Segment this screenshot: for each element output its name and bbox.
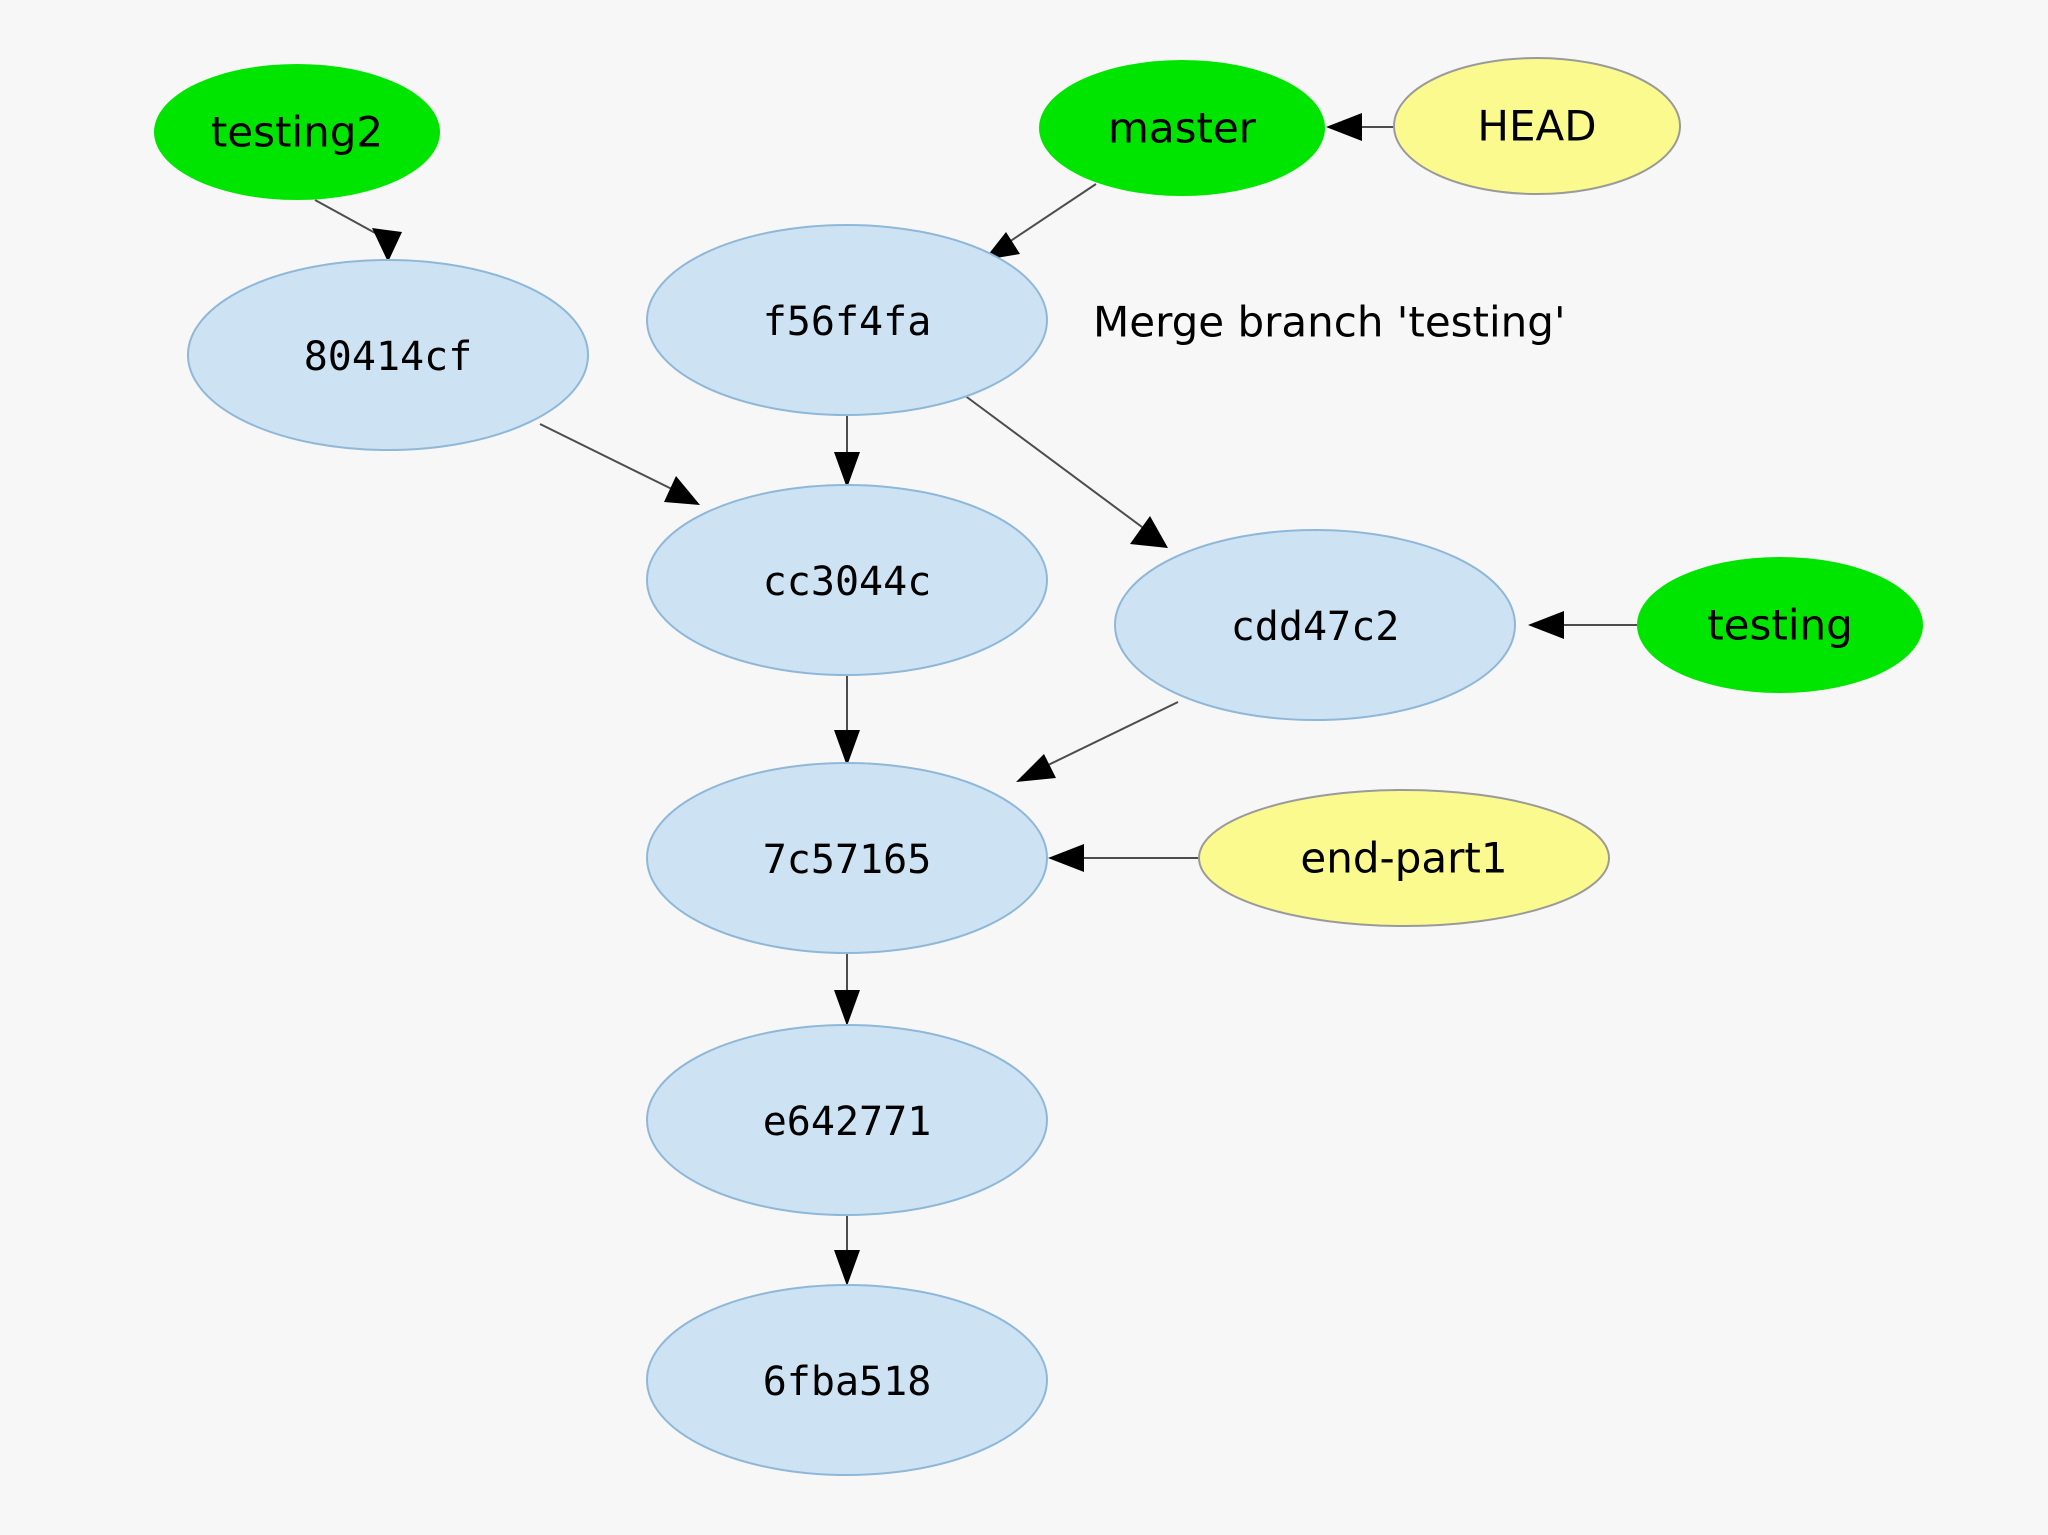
edge-cdd47c2-to-7c57165	[1016, 701, 1179, 782]
node-master[interactable]: master	[1039, 60, 1325, 196]
commit-label-80414cf: 80414cf	[304, 334, 473, 380]
branch-ellipse-master	[1039, 60, 1325, 196]
commit-ellipse-80414cf	[187, 259, 589, 451]
node-e642771[interactable]: e642771	[646, 1024, 1048, 1216]
edge-testing-to-cdd47c2	[1528, 611, 1637, 639]
branch-label-testing: testing	[1707, 601, 1853, 650]
branch-ellipse-testing	[1637, 557, 1923, 693]
commit-ellipse-cc3044c	[646, 484, 1048, 676]
edge-7c57165-to-e642771	[834, 953, 860, 1026]
node-f56f4fa[interactable]: f56f4fa	[646, 224, 1048, 416]
commit-label-6fba518: 6fba518	[763, 1359, 932, 1405]
commit-label-e642771: e642771	[763, 1099, 932, 1145]
tag-ellipse-end-part1	[1198, 789, 1610, 927]
commit-ellipse-6fba518	[646, 1284, 1048, 1476]
edge-f56f4fa-to-cc3044c	[834, 415, 860, 488]
node-6fba518[interactable]: 6fba518	[646, 1284, 1048, 1476]
edge-testing2-to-80414cf	[314, 199, 402, 262]
edge-f56f4fa-to-cdd47c2	[959, 391, 1168, 548]
commit-ellipse-7c57165	[646, 762, 1048, 954]
edge-e642771-to-6fba518	[834, 1215, 860, 1286]
commit-label-cc3044c: cc3044c	[763, 559, 932, 605]
tag-label-head: HEAD	[1477, 102, 1596, 151]
node-cdd47c2[interactable]: cdd47c2	[1114, 529, 1516, 721]
node-end-part1[interactable]: end-part1	[1198, 789, 1610, 927]
node-testing2[interactable]: testing2	[154, 64, 440, 200]
branch-ellipse-testing2	[154, 64, 440, 200]
commit-label-f56f4fa: f56f4fa	[763, 299, 932, 345]
edge-master-to-f56f4fa	[984, 183, 1097, 260]
commit-label-cdd47c2: cdd47c2	[1231, 604, 1400, 650]
node-head[interactable]: HEAD	[1393, 57, 1681, 195]
edge-cc3044c-to-7c57165	[834, 675, 860, 766]
commit-label-7c57165: 7c57165	[763, 837, 932, 883]
commit-ellipse-e642771	[646, 1024, 1048, 1216]
merge-message-label: Merge branch 'testing'	[1093, 298, 1566, 347]
branch-label-testing2: testing2	[211, 108, 383, 157]
edge-80414cf-to-cc3044c	[539, 423, 700, 505]
commit-ellipse-cdd47c2	[1114, 529, 1516, 721]
tag-label-end-part1: end-part1	[1300, 834, 1507, 883]
node-testing[interactable]: testing	[1637, 557, 1923, 693]
edge-head-to-master	[1326, 113, 1394, 141]
node-7c57165[interactable]: 7c57165	[646, 762, 1048, 954]
commit-ellipse-f56f4fa	[646, 224, 1048, 416]
tag-ellipse-head	[1393, 57, 1681, 195]
edge-endpart1-to-7c57165	[1048, 844, 1198, 872]
branch-label-master: master	[1108, 104, 1257, 153]
node-80414cf[interactable]: 80414cf	[187, 259, 589, 451]
node-cc3044c[interactable]: cc3044c	[646, 484, 1048, 676]
